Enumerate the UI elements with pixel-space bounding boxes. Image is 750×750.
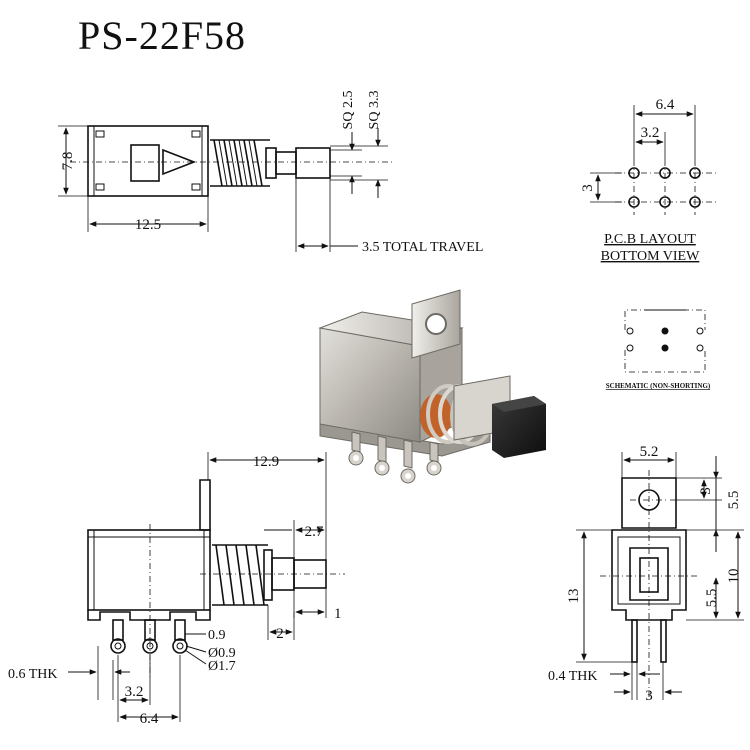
pcb-hole [659,196,671,208]
end-dim-thk: 0.4 THK [548,669,598,684]
side-dim-1: 1 [334,606,342,622]
top-view: 7.8 12.5 SQ 2.5 SQ 3.3 3.5 TOTAL TRAVEL [58,91,483,255]
end-view: 5.2 3 5.5 10 5.5 13 0.4 THK 3 [548,444,744,704]
pcb-caption-1: P.C.B LAYOUT [604,232,696,247]
end-body [611,529,687,621]
pcb-dim-inner: 3.2 [641,125,660,141]
dim-sq-large: SQ 3.3 [367,91,382,130]
side-dim-pad: Ø1.7 [208,659,236,674]
end-dim-10: 10 [726,569,742,584]
end-pin [660,619,667,663]
side-dim-pitch-inner: 3.2 [125,684,144,700]
end-dim-3: 3 [698,487,714,495]
pcb-caption-2: BOTTOM VIEW [601,249,700,264]
end-tab [621,477,677,529]
side-tab [199,479,211,531]
schematic-caption: SCHEMATIC (NON-SHORTING) [606,382,711,390]
dim-sq-small: SQ 2.5 [341,91,356,130]
dim-length: 12.5 [135,217,161,233]
end-dim-width: 5.2 [640,444,659,460]
side-dim-2: 2 [276,626,284,642]
side-dim-hole: Ø0.9 [208,646,236,661]
pcb-hole [628,167,640,179]
side-spring [212,544,268,606]
end-dim-pitch: 3 [645,688,653,704]
side-dim-09: 0.9 [208,628,226,643]
dim-height: 7.8 [60,152,76,171]
dim-travel: 3.5 TOTAL TRAVEL [362,240,483,255]
side-dim-thk: 0.6 THK [8,667,58,682]
top-stem [295,147,331,179]
side-body [87,529,211,611]
schematic: SCHEMATIC (NON-SHORTING) [606,309,711,390]
end-dim-55-bot: 5.5 [704,589,720,608]
end-stem [639,557,659,593]
top-window [130,144,160,182]
top-body [87,125,209,197]
push-switch-photo [318,289,546,484]
pcb-layout: 6.4 3.2 3 P.C.B LAYOUT BOTTOM VIEW [580,97,718,264]
top-spring [210,139,270,187]
pcb-hole [689,167,701,179]
end-pin [631,619,638,663]
end-dim-13: 13 [566,589,582,604]
pcb-hole [628,196,640,208]
page-title: PS-22F58 [78,13,247,58]
pcb-dim-row: 3 [580,184,596,192]
pcb-hole [689,196,701,208]
end-dim-55-top: 5.5 [726,491,742,510]
side-view: 12.9 2.7 1 2 0.9 Ø0.9 Ø1.7 0.6 THK 3.2 [8,452,345,727]
side-terminals [110,619,188,654]
pcb-dim-outer: 6.4 [656,97,675,113]
side-dim-pitch-outer: 6.4 [140,711,159,727]
side-dim-stem: 2.7 [305,524,324,540]
pcb-hole [659,167,671,179]
side-dim-length: 12.9 [253,454,279,470]
